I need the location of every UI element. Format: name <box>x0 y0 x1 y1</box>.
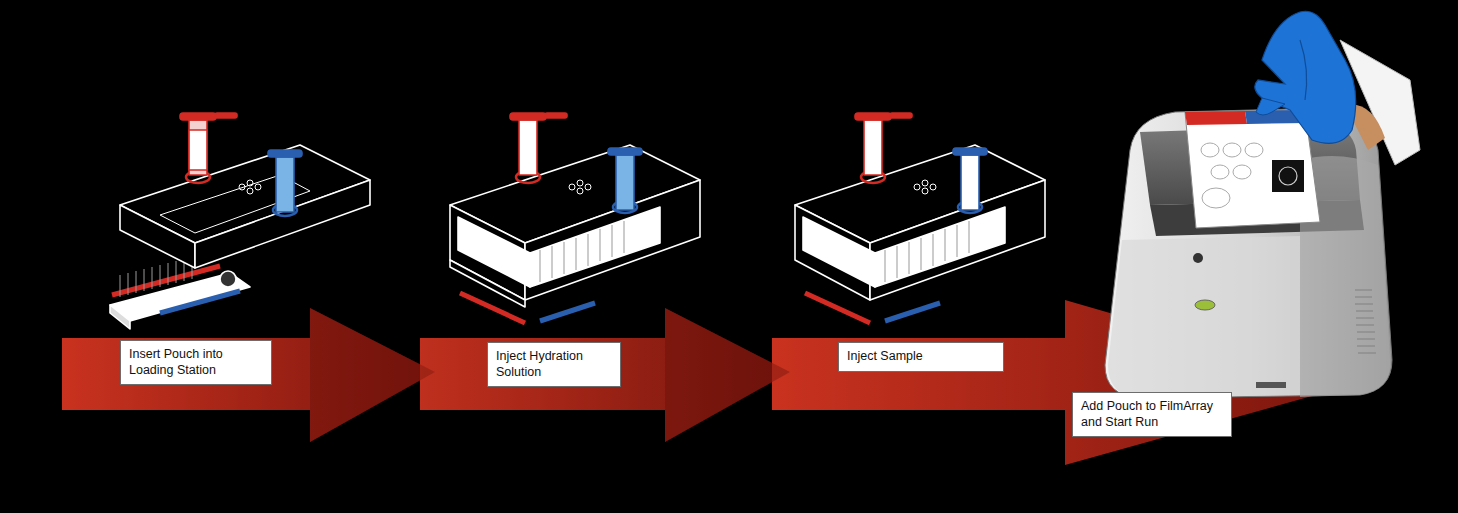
loading-station <box>795 113 1045 323</box>
loading-station <box>450 113 700 323</box>
step-label: Insert Pouch into Loading Station <box>129 347 263 378</box>
step-box: Inject Hydration Solution <box>487 342 621 387</box>
step-box: Insert Pouch into Loading Station <box>120 340 272 385</box>
step-label: Add Pouch to FilmArray and Start Run <box>1081 399 1223 430</box>
step-label: Inject Sample <box>847 349 995 365</box>
step-box: Add Pouch to FilmArray and Start Run <box>1072 392 1232 437</box>
filmarray-instrument <box>1105 11 1420 398</box>
step-box: Inject Sample <box>838 342 1004 372</box>
loading-station <box>110 113 370 329</box>
step-label: Inject Hydration Solution <box>496 349 612 380</box>
